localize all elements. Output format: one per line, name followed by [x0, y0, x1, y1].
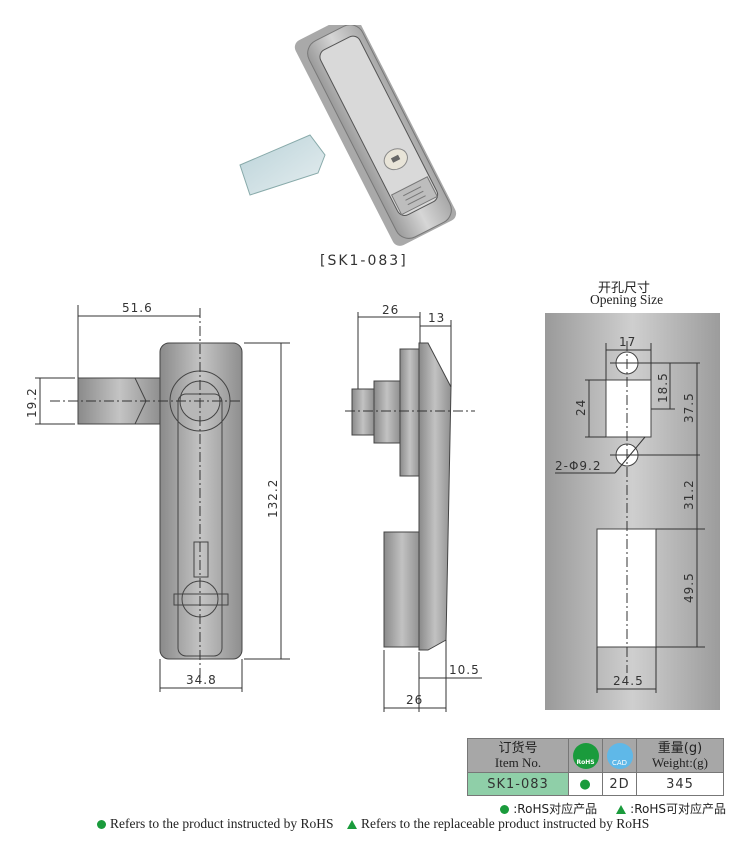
rohs-header: RoHS [568, 738, 603, 773]
item-no-cell: SK1-083 [467, 772, 569, 796]
front-view-drawing: 51.6 19.2 132.2 34.8 [25, 301, 290, 692]
weight-header: 重量(g) Weight:(g) [636, 738, 724, 773]
table-row: SK1-083 ● 2D 345 [467, 772, 724, 796]
dim-top-offset: 13 [428, 311, 445, 325]
legend-en: Refers to the product instructed by RoHS… [97, 816, 649, 832]
dim-lever-reach: 51.6 [122, 301, 153, 315]
weight-cell: 345 [636, 772, 724, 796]
dim-upper-slot-height: 24 [574, 399, 588, 416]
green-dot-icon [97, 820, 106, 830]
dim-overall-height: 132.2 [266, 479, 280, 518]
dim-lower-slot-height: 49.5 [682, 572, 696, 603]
item-header: 订货号 Item No. [467, 738, 569, 773]
dim-top-width: 17 [619, 335, 636, 349]
cad-header: CAD [602, 738, 637, 773]
dim-hole-spacing: 37.5 [682, 392, 696, 423]
dim-hole-to-lower-slot: 31.2 [682, 479, 696, 510]
opening-size-drawing: 17 24 18.5 37.5 31.2 49.5 24.5 2-Φ9.2 [545, 313, 720, 710]
cad-cell: 2D [602, 772, 637, 796]
opening-size-title-en: Opening Size [590, 292, 664, 307]
dim-bottom-depth: 26 [406, 693, 423, 707]
legend-cn: :RoHS对应产品 :RoHS可对应产品 [500, 800, 726, 817]
dim-hole-to-slot: 18.5 [656, 372, 670, 403]
opening-size-title-cn: 开孔尺寸 [598, 281, 651, 296]
product-model-label: [SK1-083] [320, 253, 408, 269]
dim-lower-slot-width: 24.5 [613, 674, 644, 688]
dim-hole-note: 2-Φ9.2 [555, 459, 602, 473]
cad-icon: CAD [606, 742, 633, 769]
product-photo: [SK1-083] [239, 25, 457, 269]
side-view-drawing: 26 13 10.5 26 [345, 303, 482, 712]
rohs-cell: ● [568, 772, 603, 796]
green-triangle-icon [346, 820, 357, 830]
green-dot-icon [500, 805, 510, 814]
dim-body-width: 34.8 [186, 673, 217, 687]
dim-lever-height: 19.2 [25, 387, 39, 418]
green-triangle-icon [616, 805, 627, 814]
dim-bottom-offset: 10.5 [449, 663, 480, 677]
rohs-icon: RoHS [572, 742, 599, 769]
order-table: 订货号 Item No. RoHS CAD 重量(g) Weight:(g) S… [467, 738, 724, 796]
dim-top-depth: 26 [382, 303, 399, 317]
